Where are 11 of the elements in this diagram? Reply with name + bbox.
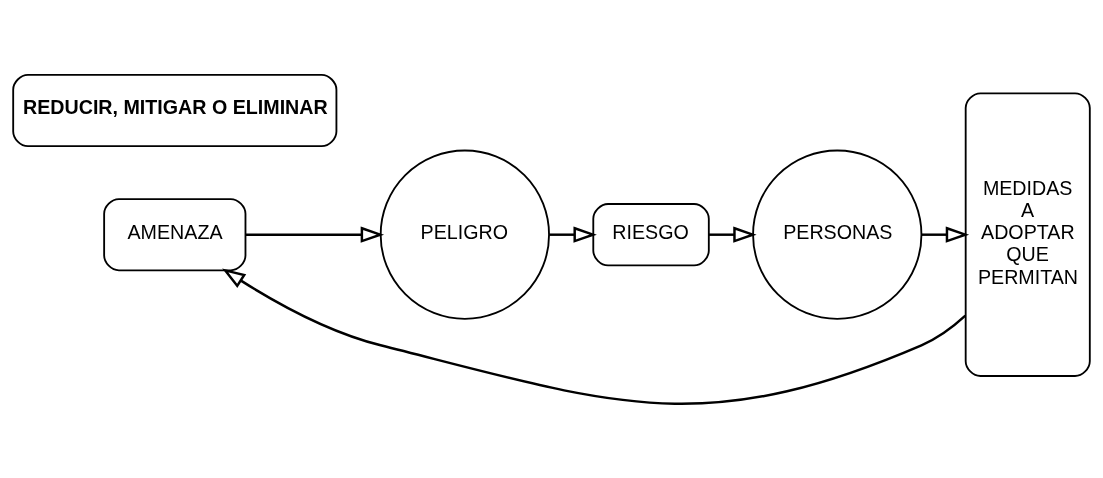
node-box: MEDIDAS A ADOPTAR QUE PERMITAN (964, 91, 1091, 377)
node-circle: PELIGRO (379, 149, 550, 320)
node-box: RIESGO (592, 202, 710, 266)
arrow (245, 226, 385, 243)
node-box: AMENAZA (103, 197, 247, 271)
node-box: REDUCIR, MITIGAR O ELIMINAR (12, 73, 338, 147)
arrow (549, 226, 597, 243)
node-circle: PERSONAS (752, 149, 923, 320)
arrow (921, 226, 970, 243)
arrow (708, 226, 757, 243)
arrow (222, 267, 967, 405)
